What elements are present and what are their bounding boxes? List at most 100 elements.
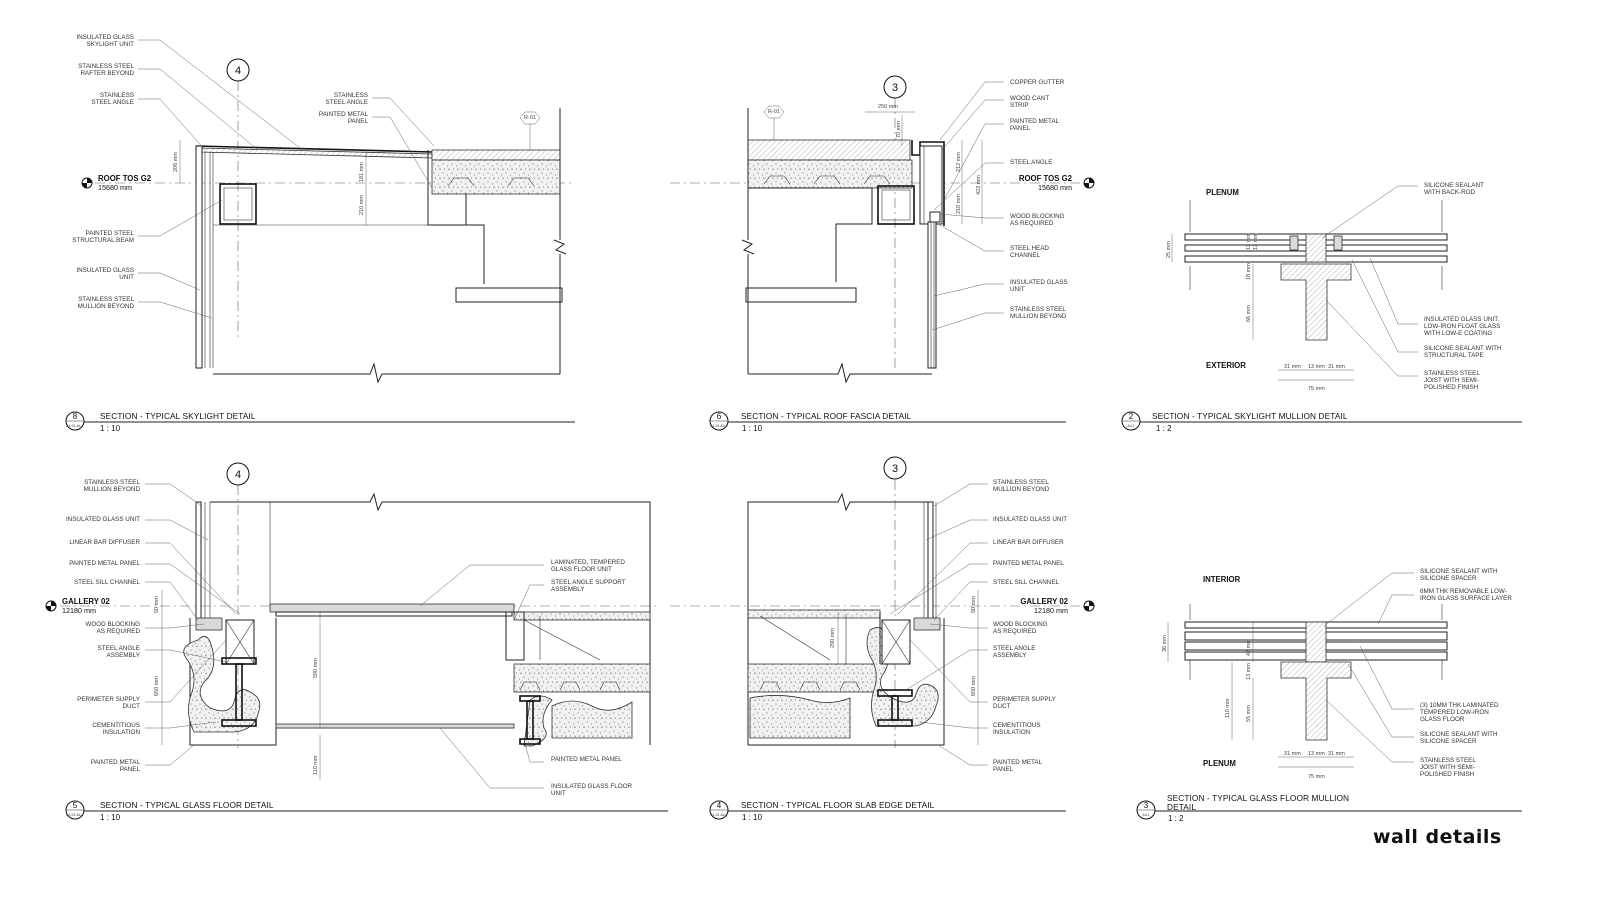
detail-scale: 1 : 10 <box>100 424 121 433</box>
svg-text:SECTION - TYPICAL GLASS FLOOR: SECTION - TYPICAL GLASS FLOOR DETAIL <box>100 800 274 810</box>
gf-mullion-dims: 36 mm 42 mm 13 mm 110 mm 55 mm 31 mm 13 … <box>1162 622 1354 780</box>
svg-text:1 : 10: 1 : 10 <box>742 813 763 822</box>
svg-text:PAINTED METAL: PAINTED METAL <box>91 759 141 766</box>
svg-text:AS REQUIRED: AS REQUIRED <box>1010 220 1054 227</box>
svg-text:ASSEMBLY: ASSEMBLY <box>107 652 141 659</box>
sk-mullion-dims: 25 mm 13 mm 13 mm 18 mm 66 mm 31 mm 13 m… <box>1166 233 1354 392</box>
slab-edge-title-block: 4 A1.01 A4.1 SECTION - TYPICAL FLOOR SLA… <box>709 800 1066 822</box>
svg-text:STEEL ANGLE: STEEL ANGLE <box>98 645 140 652</box>
level-marker-roof: ROOF TOS G2 15680 mm <box>81 174 152 192</box>
svg-text:1 : 2: 1 : 2 <box>1156 424 1172 433</box>
svg-text:STEEL HEAD: STEEL HEAD <box>1010 245 1049 252</box>
svg-text:MULLION BEYOND: MULLION BEYOND <box>993 486 1050 493</box>
glass-floor-mullion-detail: INTERIOR PLENUM 36 mm 42 mm 13 mm 110 mm… <box>1136 568 1522 823</box>
svg-text:A4.1: A4.1 <box>1127 424 1134 428</box>
svg-text:75 mm: 75 mm <box>1308 774 1325 780</box>
svg-text:STEEL ANGLE: STEEL ANGLE <box>326 99 368 106</box>
svg-text:A1.01 A4.1: A1.01 A4.1 <box>66 424 83 428</box>
svg-text:31 mm: 31 mm <box>1284 751 1301 757</box>
svg-text:13 mm: 13 mm <box>1308 751 1325 757</box>
svg-text:CEMENTITIOUS: CEMENTITIOUS <box>993 722 1041 729</box>
level-name: ROOF TOS G2 <box>98 174 152 183</box>
slab-edge-labels: STAINLESS STEEL MULLION BEYOND INSULATED… <box>993 479 1067 773</box>
skylight-detail: ROOF TOS G2 15680 mm 4 R-01 <box>65 34 575 433</box>
svg-text:18 mm: 18 mm <box>1246 263 1252 280</box>
svg-text:INSULATED GLASS: INSULATED GLASS <box>76 34 134 41</box>
glass-floor-dims: 50 mm 650 mm 590 mm 110 mm <box>154 590 321 780</box>
svg-text:STAINLESS STEEL: STAINLESS STEEL <box>84 479 140 486</box>
svg-text:50 mm: 50 mm <box>154 596 160 613</box>
svg-text:INSULATION: INSULATION <box>103 729 141 736</box>
svg-text:INSULATED GLASS: INSULATED GLASS <box>76 267 134 274</box>
svg-text:ROOF TOS G2: ROOF TOS G2 <box>1019 174 1073 183</box>
svg-text:INSULATED GLASS FLOOR: INSULATED GLASS FLOOR <box>551 783 633 790</box>
svg-text:PAINTED METAL PANEL: PAINTED METAL PANEL <box>993 560 1064 567</box>
svg-text:AS REQUIRED: AS REQUIRED <box>993 628 1037 635</box>
svg-text:STRUCTURAL TAPE: STRUCTURAL TAPE <box>1424 352 1484 359</box>
svg-text:STAINLESS: STAINLESS <box>334 92 368 99</box>
svg-text:PANEL: PANEL <box>348 118 369 125</box>
svg-text:31 mm: 31 mm <box>1284 364 1301 370</box>
svg-text:PLENUM: PLENUM <box>1203 759 1236 768</box>
svg-text:3: 3 <box>892 463 898 475</box>
svg-text:181 mm: 181 mm <box>359 162 365 182</box>
svg-text:SILICONE SEALANT WITH: SILICONE SEALANT WITH <box>1420 568 1498 575</box>
level-marker-gallery: GALLERY 02 12180 mm <box>45 597 110 615</box>
svg-text:UNIT: UNIT <box>551 790 566 797</box>
svg-text:36 mm: 36 mm <box>1162 635 1168 652</box>
svg-text:DUCT: DUCT <box>993 703 1011 710</box>
svg-text:5: 5 <box>73 801 78 810</box>
glass-floor-title-block: 5 A1.01 A4.1 SECTION - TYPICAL GLASS FLO… <box>65 800 668 822</box>
svg-text:SKYLIGHT UNIT: SKYLIGHT UNIT <box>87 41 135 48</box>
skylight-mullion-detail: PLENUM EXTERIOR 25 mm 13 mm 13 mm 18 mm … <box>1121 182 1522 433</box>
svg-text:IRON GLASS SURFACE LAYER: IRON GLASS SURFACE LAYER <box>1420 595 1512 602</box>
svg-text:LOW-IRON FLOAT GLASS: LOW-IRON FLOAT GLASS <box>1424 323 1500 330</box>
glass-floor-detail: GALLERY 02 12180 mm 4 <box>45 462 668 822</box>
svg-text:COPPER GUTTER: COPPER GUTTER <box>1010 79 1065 86</box>
skylight-dims: 206 mm 181 mm 210 mm <box>173 140 367 225</box>
svg-text:SILICONE SEALANT WITH: SILICONE SEALANT WITH <box>1420 731 1498 738</box>
svg-text:STRUCTURAL BEAM: STRUCTURAL BEAM <box>72 237 134 244</box>
skylight-labels: INSULATED GLASS SKYLIGHT UNIT STAINLESS … <box>72 34 368 310</box>
svg-text:DUCT: DUCT <box>123 703 141 710</box>
fascia-labels: COPPER GUTTER WOOD CANT STRIP PAINTED ME… <box>1010 79 1068 320</box>
svg-text:STAINLESS STEEL: STAINLESS STEEL <box>78 63 134 70</box>
svg-text:GALLERY 02: GALLERY 02 <box>1020 597 1068 606</box>
svg-text:WOOD BLOCKING: WOOD BLOCKING <box>1010 213 1065 220</box>
svg-text:42 mm: 42 mm <box>1246 639 1252 656</box>
svg-text:ASSEMBLY: ASSEMBLY <box>993 652 1027 659</box>
svg-text:110 mm: 110 mm <box>313 755 319 775</box>
svg-text:SILICONE SEALANT WITH: SILICONE SEALANT WITH <box>1424 345 1502 352</box>
svg-text:PAINTED METAL: PAINTED METAL <box>1010 118 1060 125</box>
svg-text:STEEL ANGLE SUPPORT: STEEL ANGLE SUPPORT <box>551 579 626 586</box>
svg-text:2: 2 <box>1129 412 1134 421</box>
svg-text:1 : 10: 1 : 10 <box>742 424 763 433</box>
glass-floor-labels-right: LAMINATED, TEMPERED GLASS FLOOR UNIT STE… <box>551 559 633 797</box>
svg-text:SECTION - TYPICAL ROOF FASCIA: SECTION - TYPICAL ROOF FASCIA DETAIL <box>741 411 912 421</box>
svg-text:3: 3 <box>1144 801 1149 810</box>
svg-text:31 mm: 31 mm <box>1328 751 1345 757</box>
svg-text:210 mm: 210 mm <box>359 195 365 215</box>
svg-text:4: 4 <box>717 801 722 810</box>
svg-text:GLASS FLOOR UNIT: GLASS FLOOR UNIT <box>551 566 612 573</box>
svg-text:A1.01 A4.1: A1.01 A4.1 <box>66 813 83 817</box>
svg-text:12180 mm: 12180 mm <box>1034 606 1068 615</box>
svg-text:12180 mm: 12180 mm <box>62 606 96 615</box>
svg-text:PERIMETER SUPPLY: PERIMETER SUPPLY <box>77 696 141 703</box>
svg-text:PAINTED METAL PANEL: PAINTED METAL PANEL <box>69 560 140 567</box>
svg-text:POLISHED FINISH: POLISHED FINISH <box>1424 384 1479 391</box>
svg-text:290 mm: 290 mm <box>830 628 836 648</box>
svg-text:WOOD BLOCKING: WOOD BLOCKING <box>85 621 140 628</box>
svg-text:75 mm: 75 mm <box>1308 386 1325 392</box>
svg-text:MULLION BEYOND: MULLION BEYOND <box>1010 313 1067 320</box>
svg-text:110 mm: 110 mm <box>1225 698 1231 718</box>
svg-text:A4.1: A4.1 <box>1142 813 1149 817</box>
svg-text:250 mm: 250 mm <box>878 104 898 110</box>
svg-text:JOIST WITH SEMI-: JOIST WITH SEMI- <box>1420 764 1475 771</box>
svg-text:PAINTED STEEL: PAINTED STEEL <box>85 230 134 237</box>
svg-text:MULLION BEYOND: MULLION BEYOND <box>78 303 135 310</box>
svg-text:STAINLESS: STAINLESS <box>100 92 134 99</box>
svg-text:MULLION BEYOND: MULLION BEYOND <box>84 486 141 493</box>
svg-text:206 mm: 206 mm <box>173 152 179 172</box>
svg-text:212 mm: 212 mm <box>956 152 962 172</box>
